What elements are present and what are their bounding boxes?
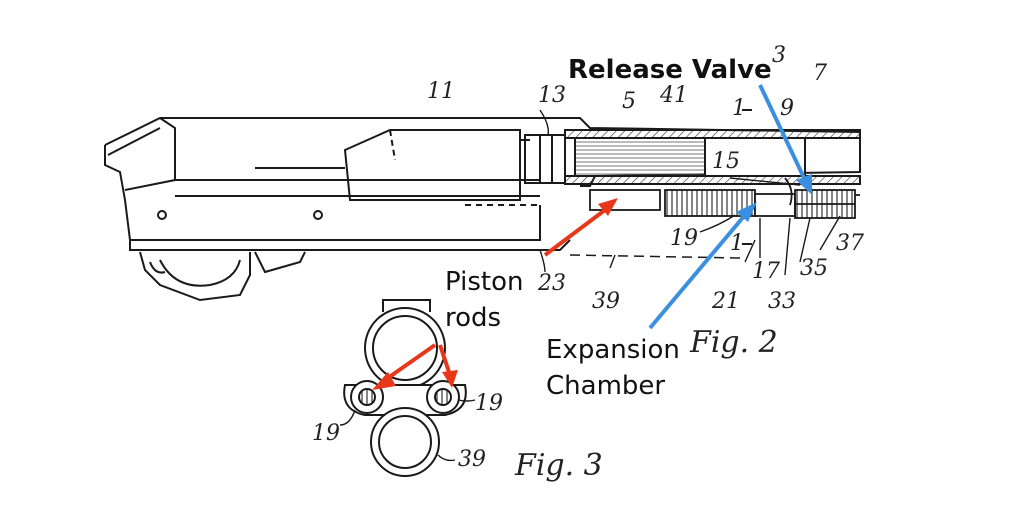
- ref-3: 3: [772, 43, 786, 68]
- red-arrow-piston-fig3-left: [372, 343, 437, 390]
- ref-19-fig3-right: 19: [475, 391, 503, 416]
- ref-13: 13: [538, 83, 566, 108]
- fig2-ref-numbers: 11 13 5 41 3 7 9 1 15 19 1 17 35 37 21 3…: [427, 43, 864, 314]
- fig3-ref-numbers: 19 19 39: [312, 391, 503, 472]
- ref-39-fig3: 39: [458, 447, 486, 472]
- blue-arrow-release-valve: [758, 84, 812, 195]
- ref-41: 41: [659, 83, 688, 108]
- ref-1-bottom: 1: [730, 231, 744, 256]
- ref-9: 9: [780, 96, 794, 121]
- fig3-cross-section: [339, 299, 476, 477]
- ref-19-fig3-left: 19: [312, 421, 340, 446]
- fig2-caption: Fig. 2: [689, 325, 778, 360]
- fig3-caption: Fig. 3: [514, 448, 603, 483]
- ref-37: 37: [836, 231, 864, 256]
- ref-23: 23: [537, 271, 566, 296]
- ref-15: 15: [712, 149, 740, 174]
- red-arrow-piston-fig2: [543, 198, 618, 257]
- piston-label: Piston: [445, 267, 523, 297]
- red-arrow-piston-fig3-right: [438, 344, 458, 388]
- rods-label: rods: [445, 303, 501, 333]
- ref-17: 17: [752, 259, 780, 284]
- ref-1-top: 1: [732, 96, 746, 121]
- fig2-magazine-tube: [564, 129, 861, 185]
- fig2-tick-marks: [742, 109, 752, 245]
- ref-11: 11: [427, 79, 455, 104]
- blue-arrow-expansion-chamber: [648, 202, 757, 330]
- ref-7: 7: [813, 61, 827, 86]
- fig2-leaders: [699, 177, 841, 276]
- ref-35: 35: [800, 256, 828, 281]
- release-valve-label: Release Valve: [568, 55, 772, 85]
- ref-5: 5: [622, 89, 636, 114]
- ref-19-fig2: 19: [670, 226, 698, 251]
- ref-33: 33: [768, 289, 796, 314]
- ref-21: 21: [711, 289, 740, 314]
- expansion-label: Expansion: [546, 335, 680, 365]
- ref-39-fig2: 39: [592, 289, 620, 314]
- chamber-label: Chamber: [546, 371, 665, 401]
